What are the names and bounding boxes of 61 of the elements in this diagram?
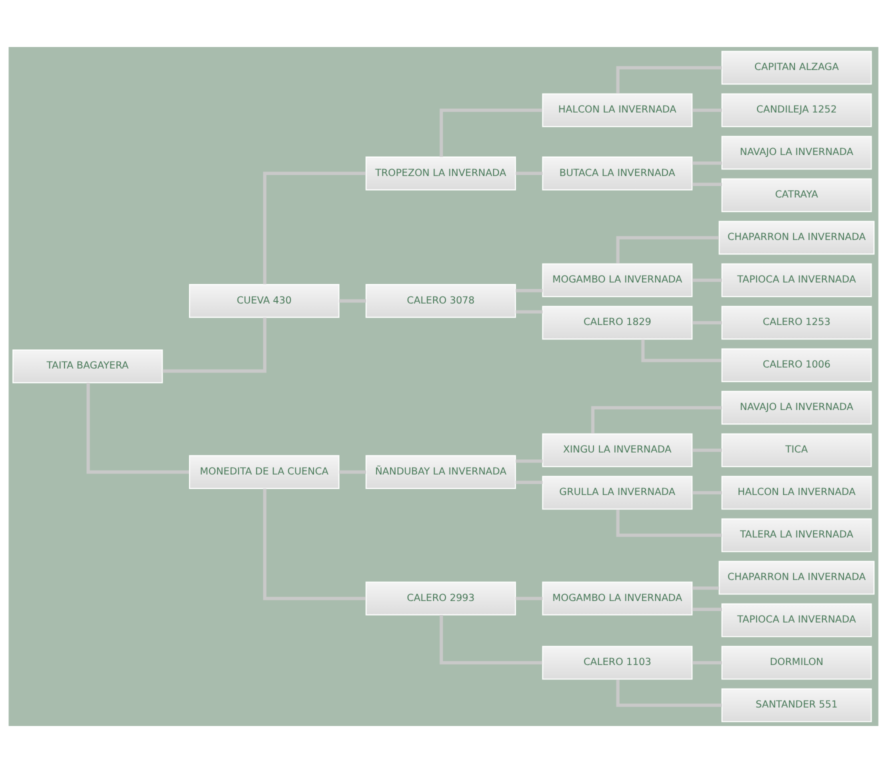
node-box: CALERO 1829 (542, 306, 693, 340)
connector (339, 299, 366, 303)
connector (692, 182, 722, 186)
node-box: CHAPARRON LA INVERNADA (718, 560, 875, 595)
node-box: TICA (721, 433, 872, 468)
node-box: CANDILEJA 1252 (721, 93, 872, 128)
node-box: CALERO 1006 (721, 348, 872, 382)
node-box: TAITA BAGAYERA (12, 349, 163, 384)
connector (692, 448, 722, 452)
connector (692, 321, 722, 324)
connector (616, 236, 719, 264)
node-box: MONEDITA DE LA CUENCA (189, 455, 340, 489)
node-box: TAPIOCA LA INVERNADA (721, 263, 872, 298)
node-box: CALERO 1253 (721, 306, 872, 340)
connector (692, 661, 722, 664)
connector (440, 108, 542, 157)
connector (692, 586, 720, 590)
node-box: TALERA LA INVERNADA (721, 518, 872, 552)
connector (516, 480, 543, 484)
node-box: CUEVA 430 (189, 284, 340, 318)
node-box: CAPITAN ALZAGA (721, 50, 872, 85)
node-box: MOGAMBO LA INVERNADA (542, 582, 693, 616)
node-box: CALERO 3078 (366, 284, 516, 318)
node-box: BUTACA LA INVERNADA (542, 156, 693, 190)
node-box: DORMILON (721, 646, 872, 680)
connector (263, 172, 366, 284)
connector (86, 382, 190, 474)
connector (692, 608, 722, 612)
node-box: CATRAYA (721, 178, 872, 212)
node-box: GRULLA LA INVERNADA (542, 476, 693, 510)
node-box: TAPIOCA LA INVERNADA (721, 603, 872, 638)
connector (692, 161, 722, 165)
node-box: HALCON LA INVERNADA (721, 476, 872, 510)
connector (692, 491, 722, 494)
connector (616, 680, 722, 707)
node-box: SANTANDER 551 (721, 688, 872, 722)
connector (616, 66, 722, 94)
node-box: HALCON LA INVERNADA (542, 93, 693, 128)
node-box: NAVAJO LA INVERNADA (721, 136, 872, 170)
node-box: NAVAJO LA INVERNADA (721, 390, 872, 425)
connector (516, 172, 543, 176)
node-box: ÑANDUBAY LA INVERNADA (366, 455, 516, 489)
node-box: MOGAMBO LA INVERNADA (542, 263, 693, 298)
connector (516, 310, 543, 314)
node-box: XINGU LA INVERNADA (542, 433, 693, 468)
connector (692, 278, 722, 282)
connector (516, 596, 543, 600)
connector (263, 488, 366, 600)
node-box: CALERO 2993 (366, 582, 516, 616)
connector (692, 108, 722, 112)
connector (516, 460, 543, 463)
node-box: CALERO 1103 (542, 646, 693, 680)
connector (641, 339, 722, 362)
connector (440, 615, 542, 664)
connector (516, 288, 543, 292)
node-box: CHAPARRON LA INVERNADA (718, 220, 875, 255)
connector (339, 470, 366, 474)
connector (591, 406, 722, 434)
connector (162, 318, 266, 373)
node-box: TROPEZON LA INVERNADA (366, 156, 516, 190)
connector (616, 510, 722, 537)
